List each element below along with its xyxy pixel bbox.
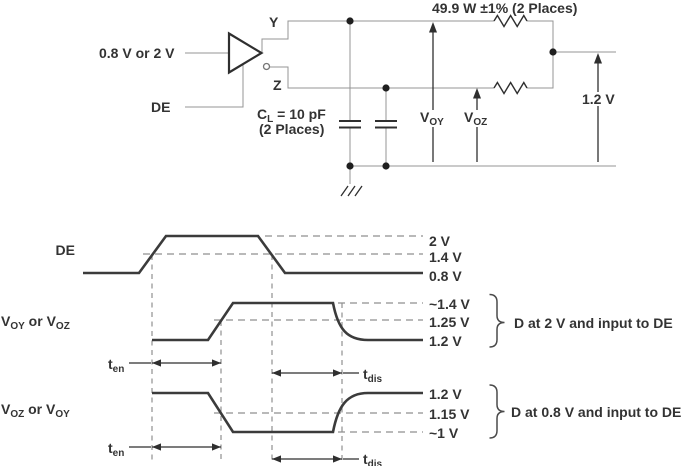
resistor-symbols bbox=[493, 14, 528, 95]
resistor-value-label: 49.9 W ±1% (2 Places) bbox=[432, 0, 578, 16]
waveforms bbox=[83, 234, 423, 434]
level-guides bbox=[143, 235, 423, 433]
braces bbox=[489, 293, 505, 439]
buffer-symbol bbox=[227, 31, 264, 75]
ten2-t: t bbox=[108, 440, 113, 456]
resistor-1-symbol bbox=[493, 14, 528, 28]
voz-arrow bbox=[473, 88, 481, 162]
ten2-sub: en bbox=[112, 448, 125, 459]
tdis-label-2: tdis bbox=[363, 452, 382, 466]
ten-arrow-2 bbox=[129, 443, 221, 451]
cap-subscript: L bbox=[267, 114, 274, 125]
resistor-join-wire bbox=[527, 20, 554, 89]
tdis-arrow-2 bbox=[272, 455, 359, 463]
tdis-arrow-1 bbox=[272, 369, 359, 377]
tdis-label-1: tdis bbox=[363, 366, 383, 385]
ten-label-2: ten bbox=[108, 440, 125, 459]
voy-row-label: VOY or VOZ bbox=[1, 313, 70, 332]
ground-icon bbox=[340, 185, 363, 197]
capacitor-symbols bbox=[339, 120, 397, 129]
voz-row-s2: OY bbox=[55, 409, 70, 420]
voz-subscript: OZ bbox=[473, 117, 488, 128]
inverting-bubble-icon bbox=[262, 62, 271, 71]
voy-subscript: OY bbox=[429, 117, 444, 128]
time-guides bbox=[151, 255, 343, 462]
tdis1-sub: dis bbox=[367, 374, 383, 385]
load-cap-label: CL = 10 pF bbox=[257, 106, 326, 125]
voz-symbol: V bbox=[464, 109, 474, 125]
de-waveform bbox=[83, 234, 423, 275]
voy-waveform bbox=[152, 301, 423, 342]
cap-symbol-text: C bbox=[257, 106, 268, 122]
output-y-label: Y bbox=[269, 14, 279, 30]
voy-row-s1: OY bbox=[10, 321, 25, 332]
de-threshold-level-label: 1.4 V bbox=[429, 249, 462, 265]
voz-row-p2: or V bbox=[24, 401, 56, 417]
ten1-t: t bbox=[108, 356, 113, 372]
voz-condition-note: D at 0.8 V and input to DE bbox=[511, 404, 681, 420]
voy-arrow bbox=[429, 22, 437, 162]
voy-condition-note: D at 2 V and input to DE bbox=[514, 315, 673, 331]
voz-row-label: VOZ or VOY bbox=[1, 401, 70, 420]
load-cap-places-label: (2 Places) bbox=[259, 121, 325, 137]
resistor-2-symbol bbox=[493, 81, 528, 95]
capacitor-2-symbol bbox=[375, 120, 397, 129]
voy-threshold-level-label: 1.25 V bbox=[429, 314, 470, 330]
voz-high-level-label: 1.2 V bbox=[429, 386, 462, 402]
cap-value-text: = 10 pF bbox=[273, 106, 326, 122]
brace-voy-levels bbox=[489, 293, 505, 348]
voy-low-level-label: 1.2 V bbox=[429, 333, 462, 349]
voy-row-p2: or V bbox=[24, 313, 56, 329]
voy-high-level-label: ~1.4 V bbox=[429, 296, 470, 312]
timing-measure-arrows bbox=[129, 359, 359, 463]
enable-pin-label: DE bbox=[151, 99, 171, 115]
voy-node-label: VOY bbox=[418, 109, 446, 128]
tdis1-t: t bbox=[363, 366, 368, 382]
voz-threshold-level-label: 1.15 V bbox=[429, 406, 470, 422]
voy-symbol: V bbox=[420, 109, 430, 125]
ten1-sub: en bbox=[112, 364, 125, 375]
ten-arrow-1 bbox=[129, 359, 221, 367]
voy-row-p1: V bbox=[1, 313, 11, 329]
enable-wire bbox=[185, 64, 244, 108]
tdis2-t: t bbox=[363, 451, 368, 466]
z-output-wire bbox=[270, 66, 494, 89]
voz-low-level-label: ~1 V bbox=[429, 425, 459, 441]
voz-row-p1: V bbox=[1, 401, 11, 417]
y-output-wire bbox=[261, 20, 494, 52]
termination-voltage-arrow bbox=[594, 53, 602, 162]
ten-label-1: ten bbox=[108, 356, 125, 375]
de-high-level-label: 2 V bbox=[429, 233, 451, 249]
de-low-level-label: 0.8 V bbox=[429, 268, 462, 284]
voy-row-s2: OZ bbox=[55, 321, 70, 332]
capacitor-1-symbol bbox=[339, 120, 361, 129]
voz-row-s1: OZ bbox=[10, 409, 25, 420]
voz-waveform bbox=[152, 391, 423, 434]
junction-dots bbox=[346, 17, 557, 170]
measurement-arrows bbox=[429, 22, 602, 162]
voz-node-label: VOZ bbox=[462, 109, 490, 128]
termination-voltage-label: 1.2 V bbox=[580, 91, 617, 107]
brace-voz-levels bbox=[489, 384, 505, 439]
tdis2-sub: dis bbox=[367, 459, 383, 466]
output-z-label: Z bbox=[273, 77, 282, 93]
input-voltage-label: 0.8 V or 2 V bbox=[99, 45, 175, 61]
de-row-label: DE bbox=[55, 242, 75, 258]
